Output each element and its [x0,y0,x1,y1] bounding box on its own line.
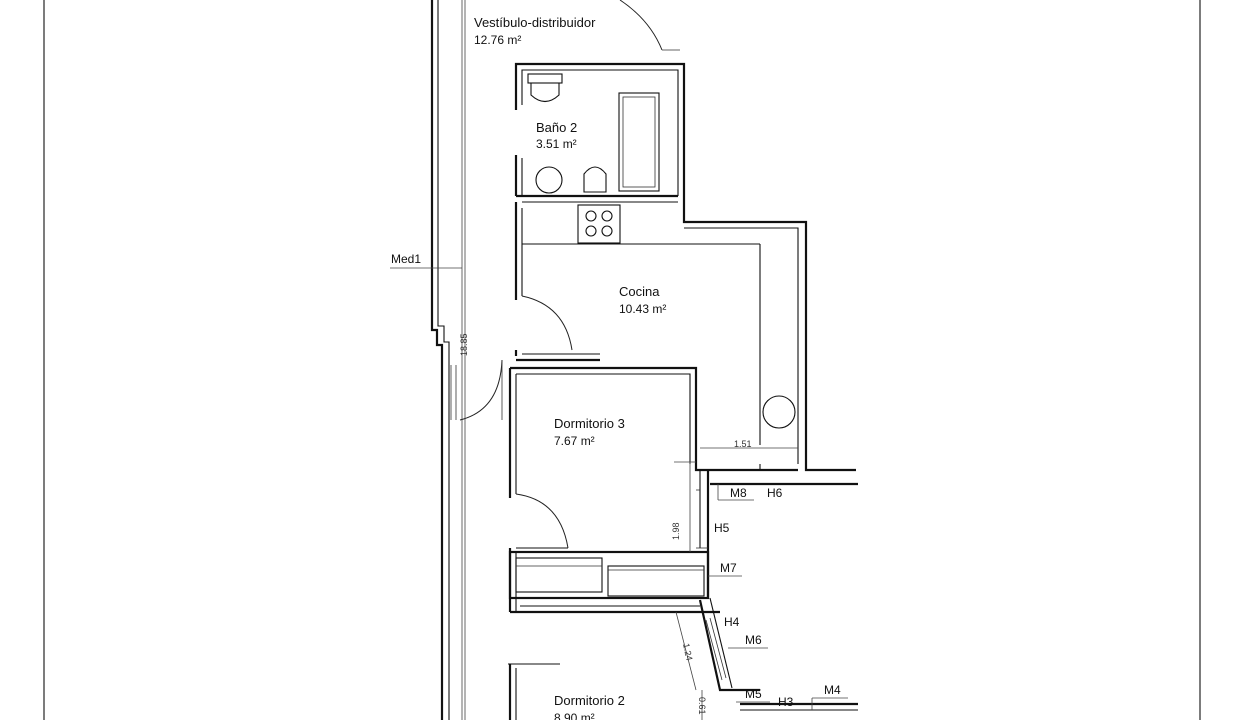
room-vestibulo-name: Vestíbulo-distribuidor [474,15,596,30]
room-bano2: Baño 2 3.51 m² [536,120,577,151]
bath-walls [514,62,856,472]
dimension-1-98: 1.98 [671,522,681,540]
m6-label: M6 [745,633,762,647]
left-exterior-wall [430,0,466,720]
dimension-1-51: 1.51 [734,439,752,449]
room-dormitorio3-name: Dormitorio 3 [554,416,625,431]
room-vestibulo-area: 12.76 m² [474,33,521,47]
h6-label: H6 [767,486,783,500]
m4-label: M4 [824,683,841,697]
kitchen-door [521,295,573,351]
dim-0-61: 0.61 [697,690,707,720]
kitchen-walls [514,202,799,464]
dim-1-98: 1.98 [671,461,696,552]
tag-m8: M8 [717,484,754,501]
dimension-1-24: 1.24 [681,642,694,661]
room-cocina-area: 10.43 m² [619,302,666,316]
dormitorio3-door [515,493,569,549]
tag-m7: M7 [708,561,742,577]
dim-1-24: 1.24 [675,611,697,691]
sink-icon [535,166,563,194]
room-bano2-area: 3.51 m² [536,137,577,151]
closets [508,550,720,614]
h3-label: H3 [778,695,794,709]
m5-label: M5 [745,687,762,701]
vestibulo-door [619,0,680,51]
dormitorio2-walls [508,663,560,720]
room-vestibulo: Vestíbulo-distribuidor 12.76 m² [474,15,596,47]
room-cocina-name: Cocina [619,284,660,299]
tag-m4: M4 [811,683,848,710]
m8-label: M8 [730,486,747,500]
room-dormitorio2-area: 8.90 m² [554,711,595,720]
dimension-18-85: 18.85 [459,333,469,356]
dim-1-51: 1.51 [700,439,798,449]
m7-label: M7 [720,561,737,575]
tag-m6: M6 [728,633,768,649]
room-dormitorio3: Dormitorio 3 7.67 m² [554,416,625,448]
room-dormitorio2: Dormitorio 2 8.90 m² [554,693,625,720]
room-cocina: Cocina 10.43 m² [619,284,666,316]
med1-label: Med1 [391,252,421,266]
hall-door [459,359,503,421]
h5-label: H5 [714,521,730,535]
h4-label: H4 [724,615,740,629]
bathtub-icon [618,92,660,192]
bidet-icon [583,166,607,193]
tag-m5: M5 [736,687,770,703]
toilet-icon [527,73,563,103]
room-dormitorio3-area: 7.67 m² [554,434,595,448]
med1-tag: Med1 [390,252,462,269]
angled-wall [698,597,858,711]
dimension-0-61: 0.61 [697,697,707,715]
washer-icon [762,395,796,429]
stove-icon [577,204,621,244]
room-bano2-name: Baño 2 [536,120,577,135]
room-dormitorio2-name: Dormitorio 2 [554,693,625,708]
